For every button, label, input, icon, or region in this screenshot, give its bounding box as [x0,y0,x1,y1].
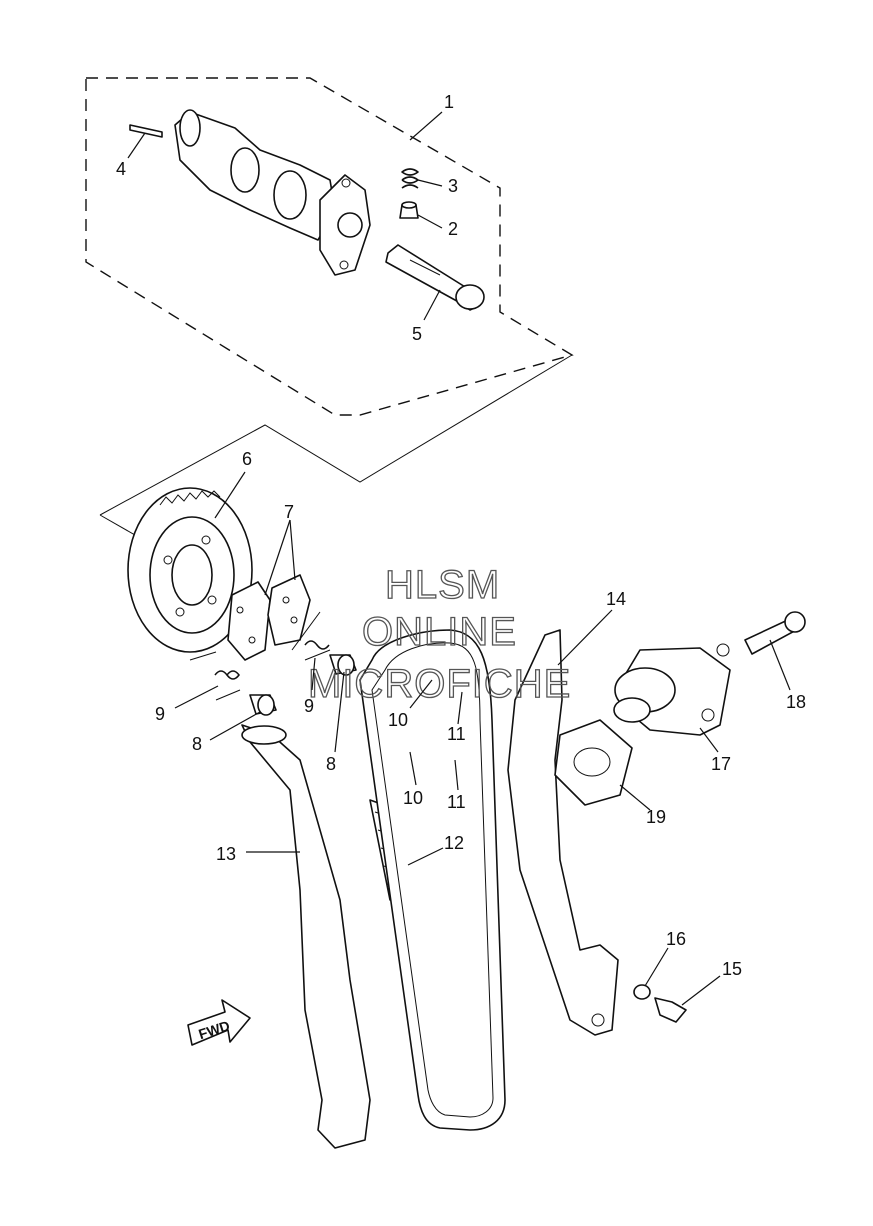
watermark-line-2: ONLINE [362,610,517,654]
callout-2: 2 [448,219,458,239]
tensioner-arm-hole [591,1013,605,1027]
callout-18: 18 [786,692,806,712]
callout-3: 3 [448,176,458,196]
decompressor-shaft [385,244,485,311]
pivot-bolt [654,997,687,1023]
tensioner-gasket [554,719,633,806]
cam-sprocket [127,487,253,653]
callout-1: 1 [444,92,454,112]
timing-chain-inner [371,642,494,1118]
camshaft [174,109,371,276]
callout-7: 7 [284,502,294,522]
spring [401,168,419,189]
chain-guide-end [241,725,287,745]
callout-13: 13 [216,844,236,864]
callout-9-left: 9 [155,704,165,724]
callout-11-upper: 11 [447,724,466,744]
callout-8-left: 8 [192,734,202,754]
callouts: 1 2 3 4 5 6 7 8 8 9 9 10 10 11 11 12 13 … [116,92,806,979]
callout-9-right: 9 [304,696,314,716]
callout-16: 16 [666,929,686,949]
timing-chain [359,629,506,1131]
callout-12: 12 [444,833,464,853]
callout-19: 19 [646,807,666,827]
group-leader-line [99,354,573,516]
callout-15: 15 [722,959,742,979]
dowel-pin [129,124,163,138]
callout-5: 5 [412,324,422,344]
torsion-springs [189,611,331,701]
pins [249,654,357,716]
tensioner-cap-bolt [744,611,806,655]
callout-4: 4 [116,159,126,179]
washer [633,984,651,1000]
callout-17: 17 [711,754,731,774]
callout-11-lower: 11 [447,792,466,812]
callout-10-lower: 10 [403,788,423,808]
fwd-direction-marker: FWD [187,999,251,1046]
callout-10-upper: 10 [388,710,408,730]
leader-lines [127,111,791,1006]
watermark-line-3: MICROFICHE [308,662,571,706]
callout-6: 6 [242,449,252,469]
callout-8-right: 8 [326,754,336,774]
callout-14: 14 [606,589,626,609]
tensioner-arm [507,629,619,1036]
watermark-line-1: HLSM [385,563,500,607]
watermark: HLSM ONLINE MICROFICHE [307,562,571,706]
chain-guide [241,724,371,1149]
decompressor-pin [399,201,419,219]
decompressor-plates [227,574,311,661]
chain-tensioner [613,643,731,736]
